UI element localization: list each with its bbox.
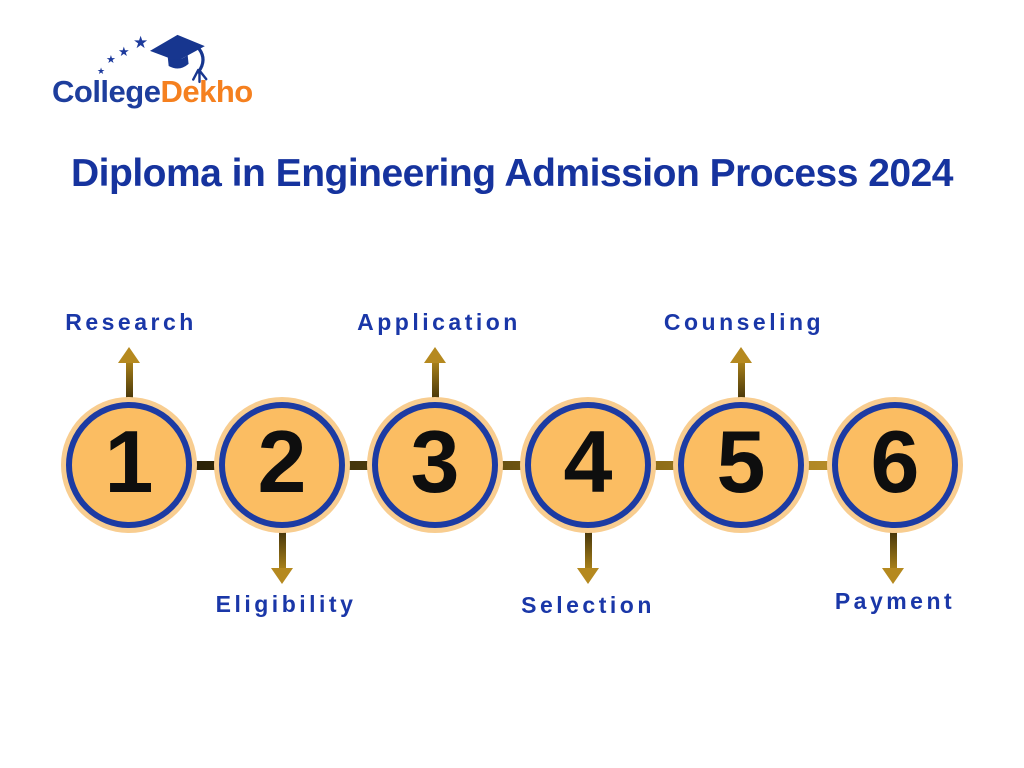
logo-text-dekho: Dekho bbox=[160, 74, 253, 109]
step-circle-4: 4 bbox=[525, 402, 651, 528]
step-circle-1: 1 bbox=[66, 402, 192, 528]
step-label-application: Application bbox=[357, 309, 521, 335]
arrow-down-icon bbox=[881, 527, 905, 584]
arrow-down-icon bbox=[270, 527, 294, 584]
star-icon: ★ bbox=[118, 44, 130, 59]
college-dekho-logo: ★ ★ ★ ★ CollegeDekho bbox=[52, 28, 262, 116]
step-number-6: 6 bbox=[870, 412, 920, 511]
graduation-cap-icon bbox=[149, 34, 208, 84]
process-diagram: Research Application Counseling 1 2 3 4 … bbox=[0, 280, 1024, 640]
logo-text-college: College bbox=[52, 74, 161, 109]
step-number-5: 5 bbox=[716, 412, 766, 511]
step-label-payment: Payment bbox=[834, 588, 956, 614]
step-label-selection: Selection bbox=[521, 592, 655, 618]
logo-text: CollegeDekho bbox=[52, 74, 253, 110]
star-icon: ★ bbox=[106, 54, 116, 66]
step-number-1: 1 bbox=[104, 412, 154, 511]
arrow-down-icon bbox=[576, 527, 600, 584]
step-circle-5: 5 bbox=[678, 402, 804, 528]
arrow-up-icon bbox=[729, 347, 753, 404]
step-number-4: 4 bbox=[563, 412, 613, 511]
step-number-3: 3 bbox=[410, 412, 460, 511]
connector-line bbox=[130, 461, 890, 470]
star-icon: ★ bbox=[97, 66, 106, 76]
page-title: Diploma in Engineering Admission Process… bbox=[71, 152, 953, 195]
step-number-2: 2 bbox=[257, 412, 307, 511]
step-label-counseling: Counseling bbox=[663, 309, 825, 335]
step-circle-6: 6 bbox=[832, 402, 958, 528]
star-icon: ★ bbox=[133, 33, 149, 52]
step-label-research: Research bbox=[65, 309, 197, 335]
step-circle-3: 3 bbox=[372, 402, 498, 528]
step-label-eligibility: Eligibility bbox=[215, 591, 357, 617]
step-circle-2: 2 bbox=[219, 402, 345, 528]
arrow-up-icon bbox=[423, 347, 447, 404]
arrow-up-icon bbox=[117, 347, 141, 404]
